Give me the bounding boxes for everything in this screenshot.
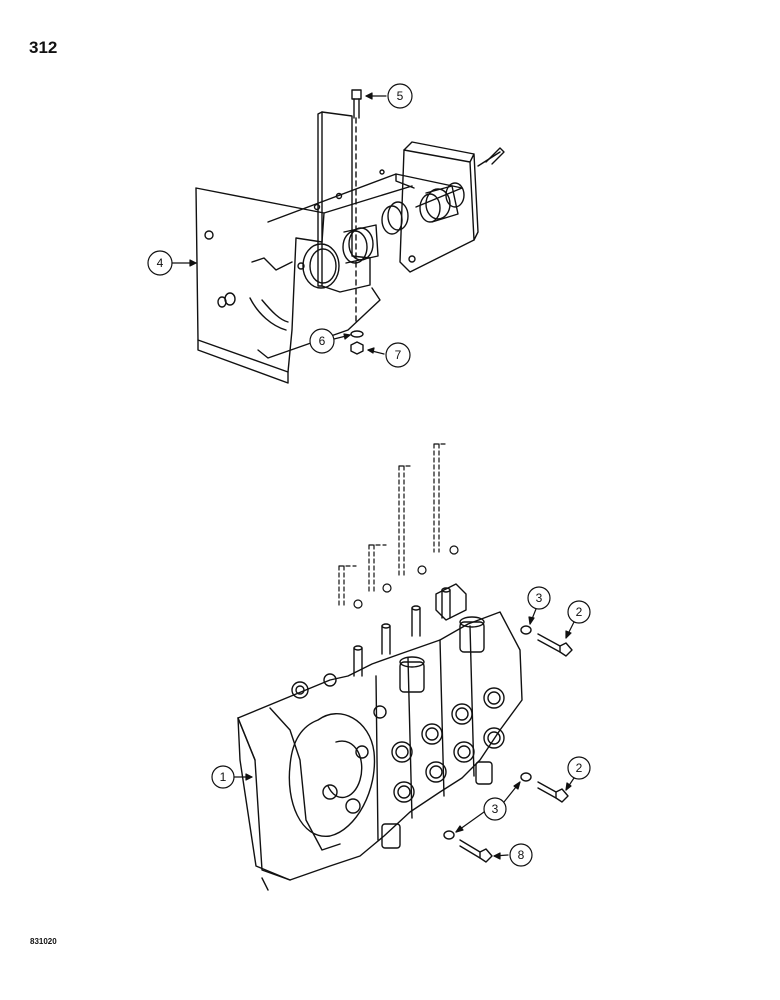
valve-ports — [291, 673, 505, 803]
svg-text:7: 7 — [395, 348, 402, 362]
bolt-2b — [537, 781, 569, 803]
bracket-side-plate — [399, 149, 475, 273]
bracket-bore — [302, 243, 340, 289]
washer-6 — [350, 330, 364, 338]
mounting-hole — [204, 230, 214, 240]
svg-text:3: 3 — [492, 802, 499, 816]
control-valve-assembly — [237, 443, 573, 891]
callout-5: 5 — [365, 83, 413, 109]
pivot-hub-stack — [217, 182, 465, 308]
bracket-front-plate — [195, 187, 325, 373]
nut-7 — [350, 341, 364, 355]
valve-body — [237, 611, 523, 881]
control-linkages — [338, 443, 448, 607]
hardware — [443, 625, 573, 863]
relief-plugs — [381, 616, 493, 849]
bolt-5 — [351, 89, 362, 326]
inlet-end-cover — [237, 707, 341, 881]
svg-text:5: 5 — [397, 89, 404, 103]
mounting-bracket-assembly — [195, 89, 505, 384]
svg-text:3: 3 — [536, 591, 543, 605]
callout-1: 1 — [211, 765, 253, 789]
bracket-top-rail — [267, 173, 463, 223]
callout-6: 6 — [309, 328, 351, 354]
callout-2b: 2 — [565, 756, 591, 791]
callout-3b: 3 — [455, 781, 521, 833]
bolt-2a — [537, 633, 573, 657]
callout-4: 4 — [147, 250, 197, 276]
callout-3a: 3 — [527, 586, 551, 625]
svg-text:8: 8 — [518, 848, 525, 862]
svg-text:2: 2 — [576, 605, 583, 619]
catalog-code: 831020 — [30, 937, 57, 946]
valve-spools — [353, 587, 451, 677]
washer-3c — [443, 830, 455, 840]
bolt-8 — [459, 839, 493, 863]
washer-3a — [520, 625, 532, 635]
svg-text:6: 6 — [319, 334, 326, 348]
bracket-rear-plate — [321, 111, 371, 293]
callout-2a: 2 — [565, 600, 591, 639]
svg-text:4: 4 — [157, 256, 164, 270]
callout-8: 8 — [493, 843, 533, 867]
svg-text:2: 2 — [576, 761, 583, 775]
washer-3b — [520, 772, 532, 782]
callouts: 5 4 6 7 3 — [147, 83, 591, 867]
svg-text:1: 1 — [220, 770, 227, 784]
page-number: 312 — [29, 38, 58, 57]
callout-7: 7 — [367, 342, 411, 368]
